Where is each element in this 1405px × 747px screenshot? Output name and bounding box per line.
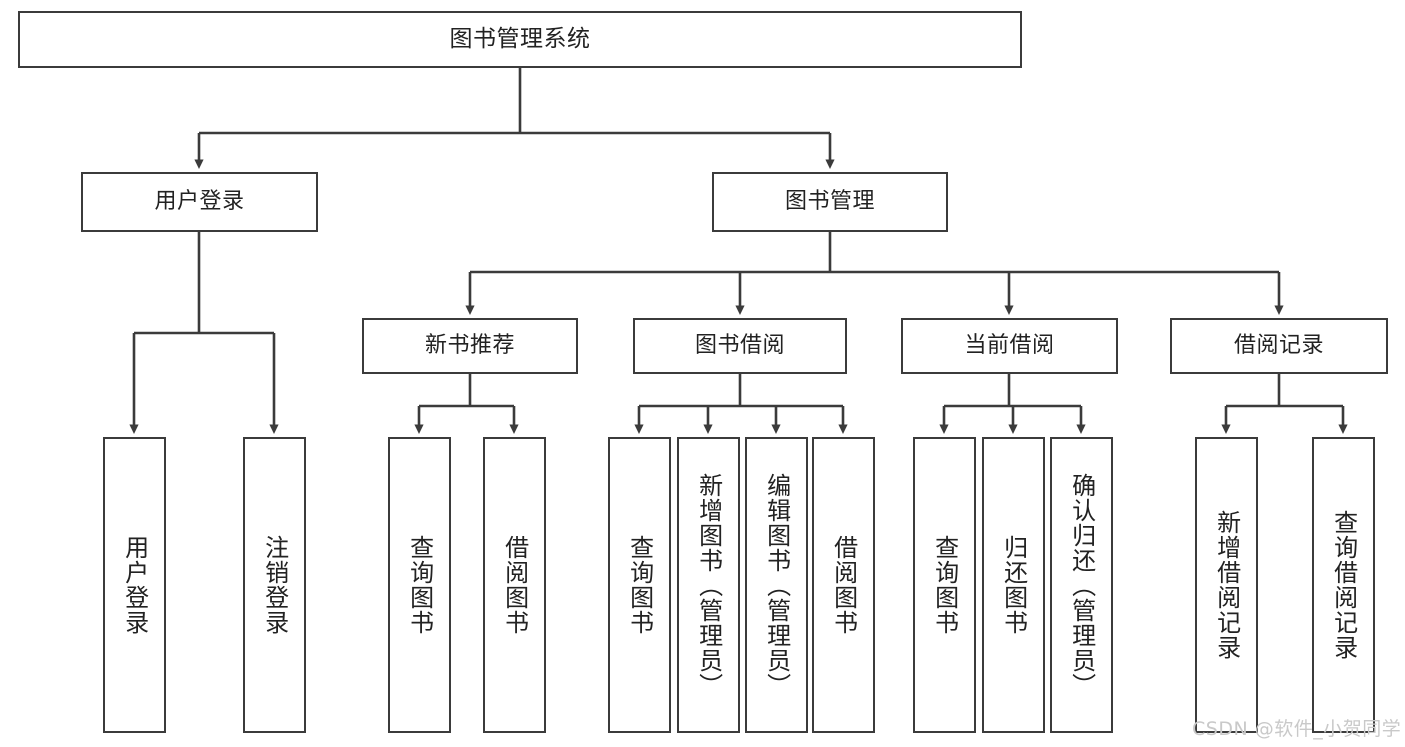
node-label: 查询借阅记录: [1329, 510, 1358, 660]
leaf-borrow-borrow-book[interactable]: 借阅图书: [812, 437, 875, 733]
node-label: 查询图书: [405, 535, 434, 635]
node-user-login[interactable]: 用户登录: [81, 172, 318, 232]
node-label: 当前借阅: [964, 332, 1055, 358]
node-label: 借阅记录: [1233, 332, 1324, 358]
node-label: 新增借阅记录: [1212, 510, 1241, 660]
node-label: 用户登录: [154, 188, 245, 214]
node-label: 图书借阅: [694, 332, 785, 358]
leaf-current-query-book[interactable]: 查询图书: [913, 437, 976, 733]
node-root-system[interactable]: 图书管理系统: [18, 11, 1022, 68]
node-current-borrow[interactable]: 当前借阅: [901, 318, 1118, 374]
node-label: 新书推荐: [424, 332, 515, 358]
node-label: 借阅图书: [829, 535, 858, 635]
leaf-recommend-query-book[interactable]: 查询图书: [388, 437, 451, 733]
node-book-borrow[interactable]: 图书借阅: [633, 318, 847, 374]
node-label: 图书管理系统: [449, 25, 591, 52]
leaf-user-login-logout[interactable]: 注销登录: [243, 437, 306, 733]
leaf-borrow-add-book[interactable]: 新增图书（管理员）: [677, 437, 740, 733]
node-label: 图书管理: [784, 188, 875, 214]
node-label: 新增图书（管理员）: [694, 472, 723, 698]
leaf-current-return-book[interactable]: 归还图书: [982, 437, 1045, 733]
node-new-book-recommend[interactable]: 新书推荐: [362, 318, 578, 374]
csdn-watermark: CSDN @软件_小贺同学: [1192, 718, 1402, 740]
node-label: 注销登录: [260, 535, 289, 635]
node-label: 确认归还（管理员）: [1067, 472, 1096, 698]
leaf-recommend-borrow-book[interactable]: 借阅图书: [483, 437, 546, 733]
leaf-current-confirm-return[interactable]: 确认归还（管理员）: [1050, 437, 1113, 733]
leaf-borrow-query-book[interactable]: 查询图书: [608, 437, 671, 733]
node-label: 用户登录: [120, 535, 149, 635]
leaf-record-query-record[interactable]: 查询借阅记录: [1312, 437, 1375, 733]
leaf-user-login-login[interactable]: 用户登录: [103, 437, 166, 733]
node-book-management[interactable]: 图书管理: [712, 172, 948, 232]
node-label: 查询图书: [930, 535, 959, 635]
node-label: 查询图书: [625, 535, 654, 635]
node-label: 借阅图书: [500, 535, 529, 635]
node-label: 编辑图书（管理员）: [762, 472, 791, 698]
node-borrow-record[interactable]: 借阅记录: [1170, 318, 1388, 374]
leaf-borrow-edit-book[interactable]: 编辑图书（管理员）: [745, 437, 808, 733]
node-label: 归还图书: [999, 535, 1028, 635]
leaf-record-add-record[interactable]: 新增借阅记录: [1195, 437, 1258, 733]
